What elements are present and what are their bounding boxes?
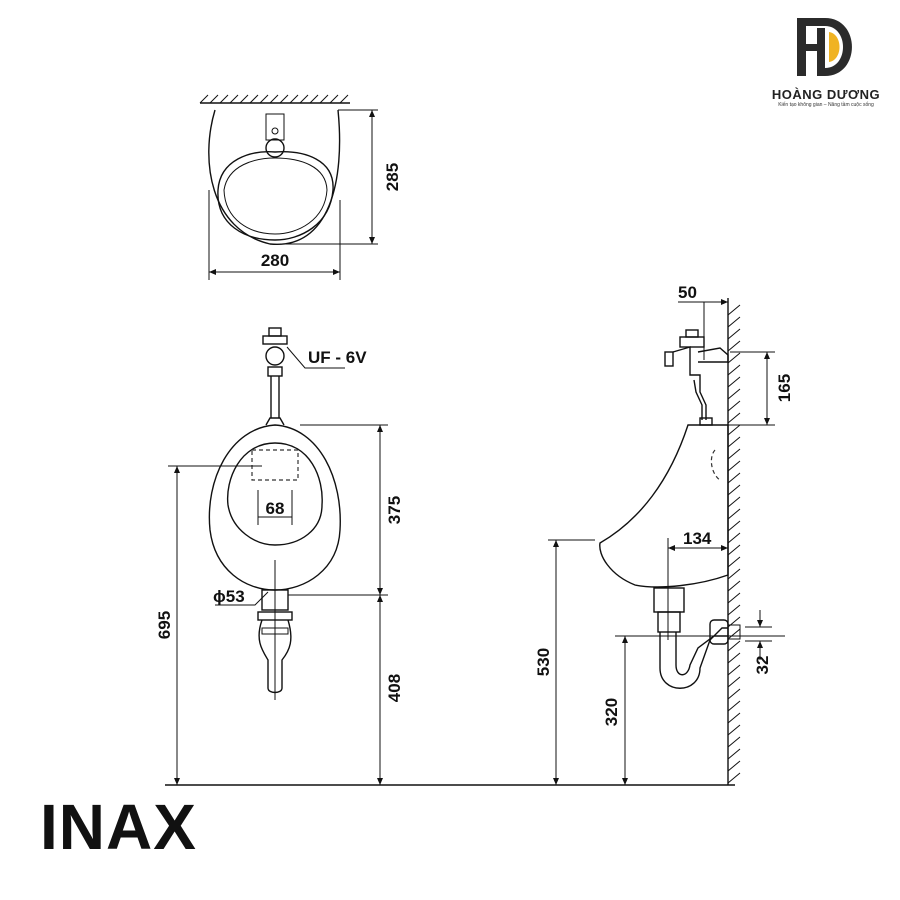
urinal-side-outline [599,424,729,588]
dim-rim-height-label: 530 [534,648,553,676]
dim-outlet-height-label: 408 [385,674,404,702]
dim-outlet-width-label: 68 [266,499,285,518]
dim-drain-height-label: 320 [602,698,621,726]
basin-outline [208,109,341,245]
dim-outlet-diameter-label: ϕ53 [213,587,245,606]
valve-model-label: UF - 6V [308,348,367,367]
dim-projection-label: 134 [683,529,712,548]
dim-bowl-height-label: 375 [385,496,404,524]
company-logo: HOÀNG DƯƠNG Kiến tạo không gian – Nâng t… [770,14,882,108]
brand-name: INAX [40,791,197,863]
bowl-outline [217,151,334,241]
top-view: 285 280 [199,94,402,280]
dim-drain-pipe-label: 32 [753,656,772,675]
dim-valve-height-label: 165 [775,374,794,402]
dim-total-height-label: 695 [155,611,174,639]
side-view: 50 165 134 530 320 32 [534,283,794,785]
front-view: UF - 6V 68 ϕ53 375 408 695 [155,327,404,785]
dim-width-label: 280 [261,251,289,270]
dim-depth-label: 285 [383,163,402,191]
logo-name: HOÀNG DƯƠNG [771,87,881,102]
logo-tagline: Kiến tạo không gian – Nâng tầm cuộc sống [778,102,874,108]
logo-mark-icon [797,18,852,76]
dim-valve-offset-label: 50 [678,283,697,302]
